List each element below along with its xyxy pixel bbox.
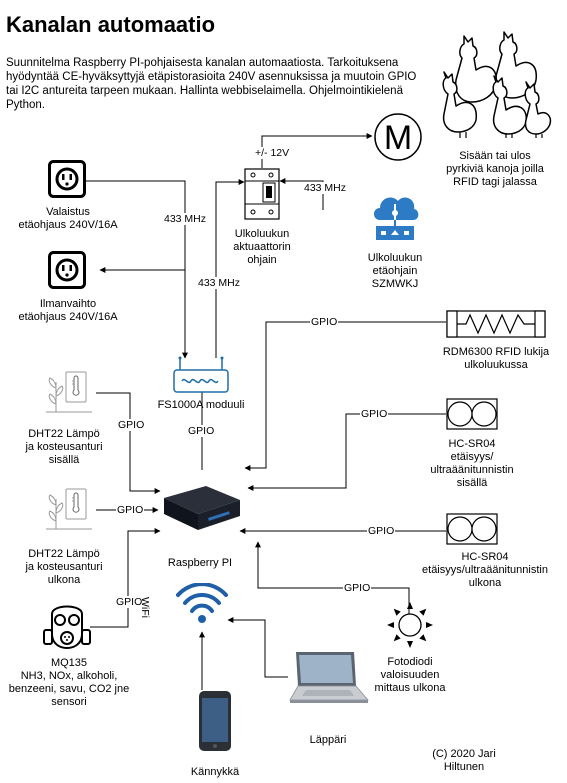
wire-valaistus	[86, 180, 188, 359]
ultrasonic-sensor-icon	[446, 513, 498, 545]
wire-rfid	[244, 321, 446, 471]
resistor-icon	[446, 310, 546, 338]
motor-icon: M	[374, 113, 422, 161]
mhz-label-valaistus: 433 MHz	[163, 213, 208, 225]
sun-icon	[387, 602, 433, 648]
page-title: Kanalan automaatio	[6, 12, 216, 37]
wire-laptop	[227, 617, 288, 678]
wire-etaohjain	[279, 178, 324, 210]
laptop-icon	[289, 652, 369, 703]
lappari-label: Läppäri	[309, 734, 347, 746]
mhz-label-fs: 433 MHz	[197, 277, 242, 289]
wifi-icon	[176, 583, 228, 623]
raspberry-label: Raspberry PI	[167, 557, 233, 569]
kannykka-label: Kännykkä	[190, 766, 240, 778]
power-outlet-icon	[48, 160, 86, 198]
fs1000a-label: FS1000A moduuli	[157, 399, 245, 411]
power-outlet-icon	[48, 251, 86, 289]
wire-aktuaattori	[215, 179, 245, 358]
gpio-label-fs: GPIO	[187, 425, 216, 437]
wire-hc-sisa	[247, 413, 446, 491]
ultrasonic-sensor-icon	[446, 398, 498, 430]
gpio-label-hc-ulko: GPIO	[367, 525, 396, 537]
router-icon	[173, 356, 229, 393]
voltage-label: +/- 12V	[254, 147, 291, 159]
gpio-label-dht-sisa: GPIO	[117, 419, 146, 431]
thermometer-plant-icon	[46, 488, 92, 530]
thermometer-plant-icon	[46, 371, 92, 413]
motor-letter: M	[384, 119, 412, 157]
mhz-label-aktuaattori: 433 MHz	[303, 182, 348, 194]
gpio-label-mq135: GPIO	[115, 596, 144, 608]
gpio-label-rfid: GPIO	[310, 316, 339, 328]
wire-dht-sisa	[96, 392, 161, 494]
description: Suunnitelma Raspberry PI-pohjaisesta kan…	[6, 57, 417, 111]
wifi-label: WiFi	[139, 597, 151, 618]
relay-icon	[244, 168, 280, 220]
raspberry-device-icon	[164, 486, 240, 530]
gpio-label-hc-sisa: GPIO	[360, 408, 389, 420]
gas-mask-icon	[43, 605, 91, 650]
gpio-label-dht-ulko: GPIO	[116, 504, 145, 516]
phone-icon	[199, 691, 231, 751]
gpio-label-fotodiodi: GPIO	[343, 582, 372, 594]
cloud-remote-icon	[374, 197, 419, 240]
chicken-icon	[442, 31, 552, 138]
wire-mq135	[90, 528, 161, 628]
